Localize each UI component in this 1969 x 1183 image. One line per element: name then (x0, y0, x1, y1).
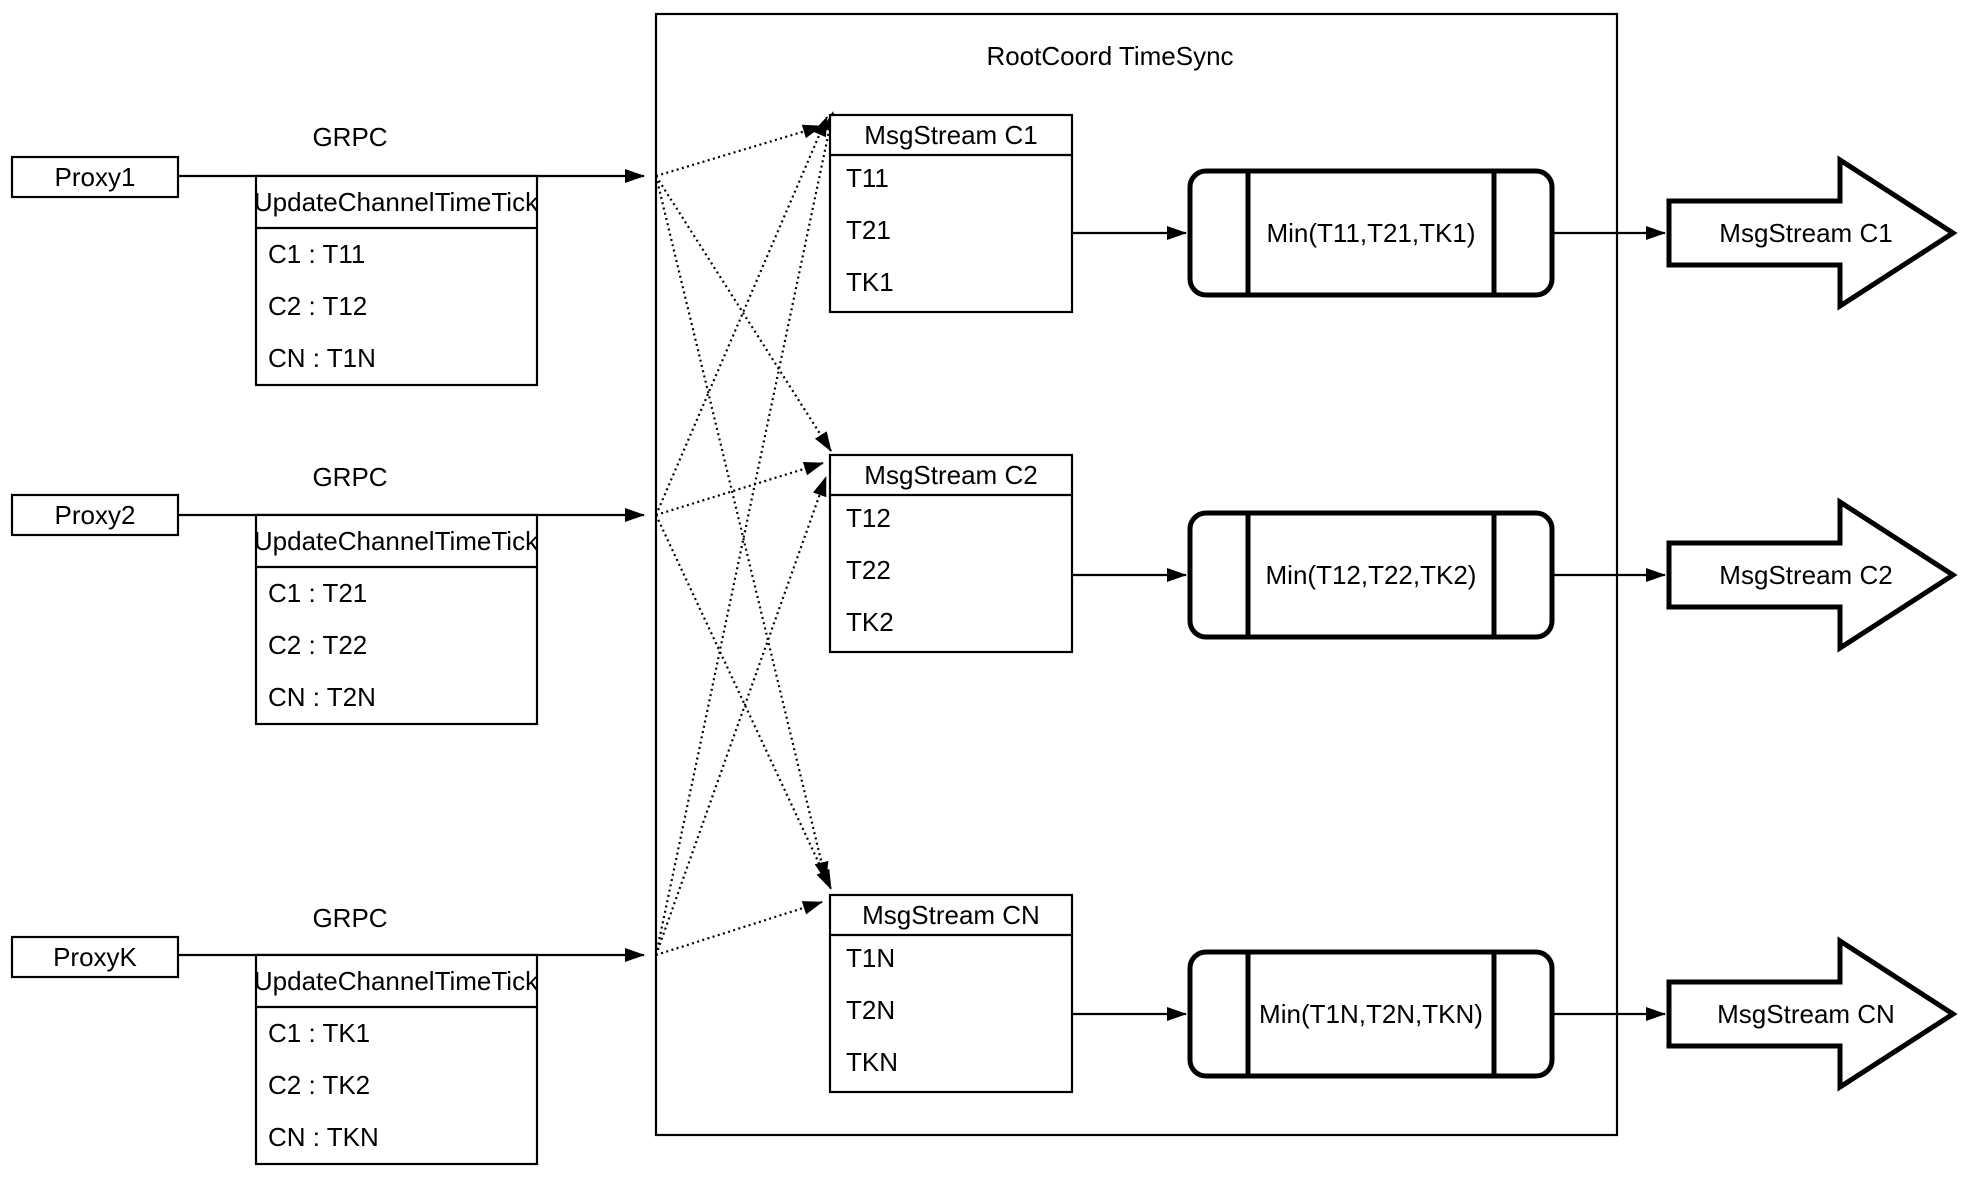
min-label-cn: Min(T1N,T2N,TKN) (1259, 999, 1483, 1029)
timetick-table-1-row: C2 : T12 (268, 291, 367, 321)
stream-row-cn: MsgStream CN T1N T2N TKN Min(T1N,T2N,TKN… (828, 893, 1958, 1094)
rootcoord-title: RootCoord TimeSync (986, 41, 1233, 71)
msgstream-cn-tick: T1N (846, 943, 895, 973)
fanout-arrow-p1-c1 (655, 124, 823, 178)
timetick-table-3-row: CN : TKN (268, 1122, 379, 1152)
proxy2-label: Proxy2 (55, 500, 136, 530)
timetick-table-2-row: C1 : T21 (268, 578, 367, 608)
timetick-table-1 (254, 174, 539, 387)
timetick-table-2-row: C2 : T22 (268, 630, 367, 660)
msgstream-cn-tick: T2N (846, 995, 895, 1025)
msgstream-c1-title: MsgStream C1 (864, 120, 1037, 150)
timetick-table-1-row: C1 : T11 (268, 239, 365, 269)
output-arrow-cn (1666, 936, 1958, 1092)
msgstream-c2-tick: T12 (846, 503, 891, 533)
output-arrow-c2-label: MsgStream C2 (1719, 560, 1892, 590)
timetick-table-3-header: UpdateChannelTimeTick (254, 966, 539, 996)
timetick-table-3 (254, 953, 539, 1166)
timetick-table-1-header: UpdateChannelTimeTick (254, 187, 539, 217)
fanout-arrow-pk-c2 (654, 476, 828, 956)
msgstream-c1-tick: T11 (846, 163, 889, 193)
msgstream-c1-box (828, 113, 1074, 314)
proxyk-node (10, 935, 180, 979)
fanout-arrow-p2-cn (655, 514, 832, 890)
proxy1-node (10, 155, 180, 199)
grpc-label-3: GRPC (312, 903, 387, 933)
timetick-table-3-row: C1 : TK1 (268, 1018, 370, 1048)
fanout-arrow-p1-c2 (655, 175, 832, 452)
msgstream-c2-box (828, 453, 1074, 654)
fanout-arrow-p1-cn (654, 175, 829, 882)
output-arrow-cn-label: MsgStream CN (1717, 999, 1895, 1029)
output-arrow-c1-label: MsgStream C1 (1719, 218, 1892, 248)
msgstream-c2-tick: T22 (846, 555, 891, 585)
output-arrow-c1 (1666, 155, 1958, 311)
timetick-table-3-row: C2 : TK2 (268, 1070, 370, 1100)
msgstream-c1-tick: T21 (846, 215, 891, 245)
min-label-c1: Min(T11,T21,TK1) (1266, 218, 1475, 248)
timetick-table-1-row: CN : T1N (268, 343, 376, 373)
msgstream-c2-title: MsgStream C2 (864, 460, 1037, 490)
stream-row-c2: MsgStream C2 T12 T22 TK2 Min(T12,T22,TK2… (828, 453, 1958, 654)
msgstream-cn-tick: TKN (846, 1047, 898, 1077)
grpc-label-1: GRPC (312, 122, 387, 152)
proxyk-label: ProxyK (53, 942, 137, 972)
proxy-group-k: ProxyK GRPC UpdateChannelTimeTick C1 : T… (10, 903, 645, 1166)
stream-row-c1: MsgStream C1 T11 T21 TK1 Min(T11,T21,TK1… (828, 113, 1958, 314)
proxy1-label: Proxy1 (55, 162, 136, 192)
timetick-table-2-row: CN : T2N (268, 682, 376, 712)
proxy-group-1: Proxy1 GRPC UpdateChannelTimeTick C1 : T… (10, 122, 645, 387)
timetick-table-2-header: UpdateChannelTimeTick (254, 526, 539, 556)
timetick-fanout-mesh (654, 111, 836, 957)
fanout-arrow-pk-cn (655, 900, 823, 957)
msgstream-cn-title: MsgStream CN (862, 900, 1040, 930)
grpc-label-2: GRPC (312, 462, 387, 492)
msgstream-cn-box (828, 893, 1074, 1094)
msgstream-c1-tick: TK1 (846, 267, 894, 297)
output-arrow-c2 (1666, 497, 1958, 653)
min-label-c2: Min(T12,T22,TK2) (1266, 560, 1477, 590)
proxy-group-2: Proxy2 GRPC UpdateChannelTimeTick C1 : T… (10, 462, 645, 726)
fanout-arrow-p2-c2 (655, 461, 824, 517)
timetick-table-2 (254, 513, 539, 726)
msgstream-c2-tick: TK2 (846, 607, 894, 637)
fanout-arrow-p2-c1 (654, 116, 829, 516)
